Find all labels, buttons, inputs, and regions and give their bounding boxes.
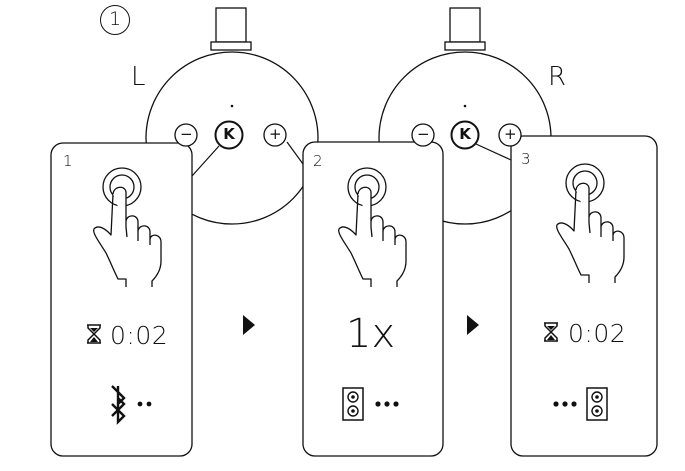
next-arrow-icon bbox=[467, 315, 479, 335]
step-card-2 bbox=[302, 141, 444, 457]
right-speaker-mount-base bbox=[444, 41, 486, 51]
step-card-1 bbox=[50, 142, 193, 457]
left-plus-label: + bbox=[269, 125, 282, 143]
step-card-3 bbox=[510, 135, 658, 457]
right-side-label: R bbox=[548, 62, 567, 92]
searching-dots-icon bbox=[375, 401, 399, 407]
right-minus-label: − bbox=[417, 125, 430, 143]
right-k-button bbox=[450, 120, 480, 150]
speaker-icon bbox=[342, 387, 364, 421]
step-number-2: 2 bbox=[313, 152, 323, 170]
searching-dots-icon bbox=[553, 401, 577, 407]
step-number-3: 3 bbox=[521, 150, 531, 168]
right-minus-button bbox=[411, 123, 435, 147]
step-1-timer: 0:02 bbox=[110, 321, 169, 350]
right-plus-label: + bbox=[504, 125, 517, 143]
left-side-label: L bbox=[131, 62, 146, 92]
left-speaker-mount-base bbox=[210, 41, 252, 51]
left-minus-button bbox=[174, 123, 198, 147]
left-speaker-led-icon bbox=[230, 104, 234, 108]
right-speaker-led-icon bbox=[463, 104, 467, 108]
left-k-button bbox=[214, 120, 244, 150]
left-plus-button bbox=[263, 123, 287, 147]
speaker-icon bbox=[586, 387, 608, 421]
next-arrow-icon bbox=[243, 315, 255, 335]
bluetooth-icon bbox=[111, 385, 152, 425]
left-minus-label: − bbox=[180, 125, 193, 143]
right-plus-button bbox=[498, 123, 522, 147]
step-2-count: 1x bbox=[346, 311, 396, 357]
step-number-1: 1 bbox=[63, 152, 73, 170]
left-k-label: K bbox=[223, 125, 235, 143]
right-speaker-mount bbox=[449, 7, 481, 43]
figure-label: 1 bbox=[100, 5, 130, 35]
step-3-timer: 0:02 bbox=[568, 319, 627, 348]
right-k-label: K bbox=[459, 125, 471, 143]
callout-lines bbox=[191, 141, 512, 177]
